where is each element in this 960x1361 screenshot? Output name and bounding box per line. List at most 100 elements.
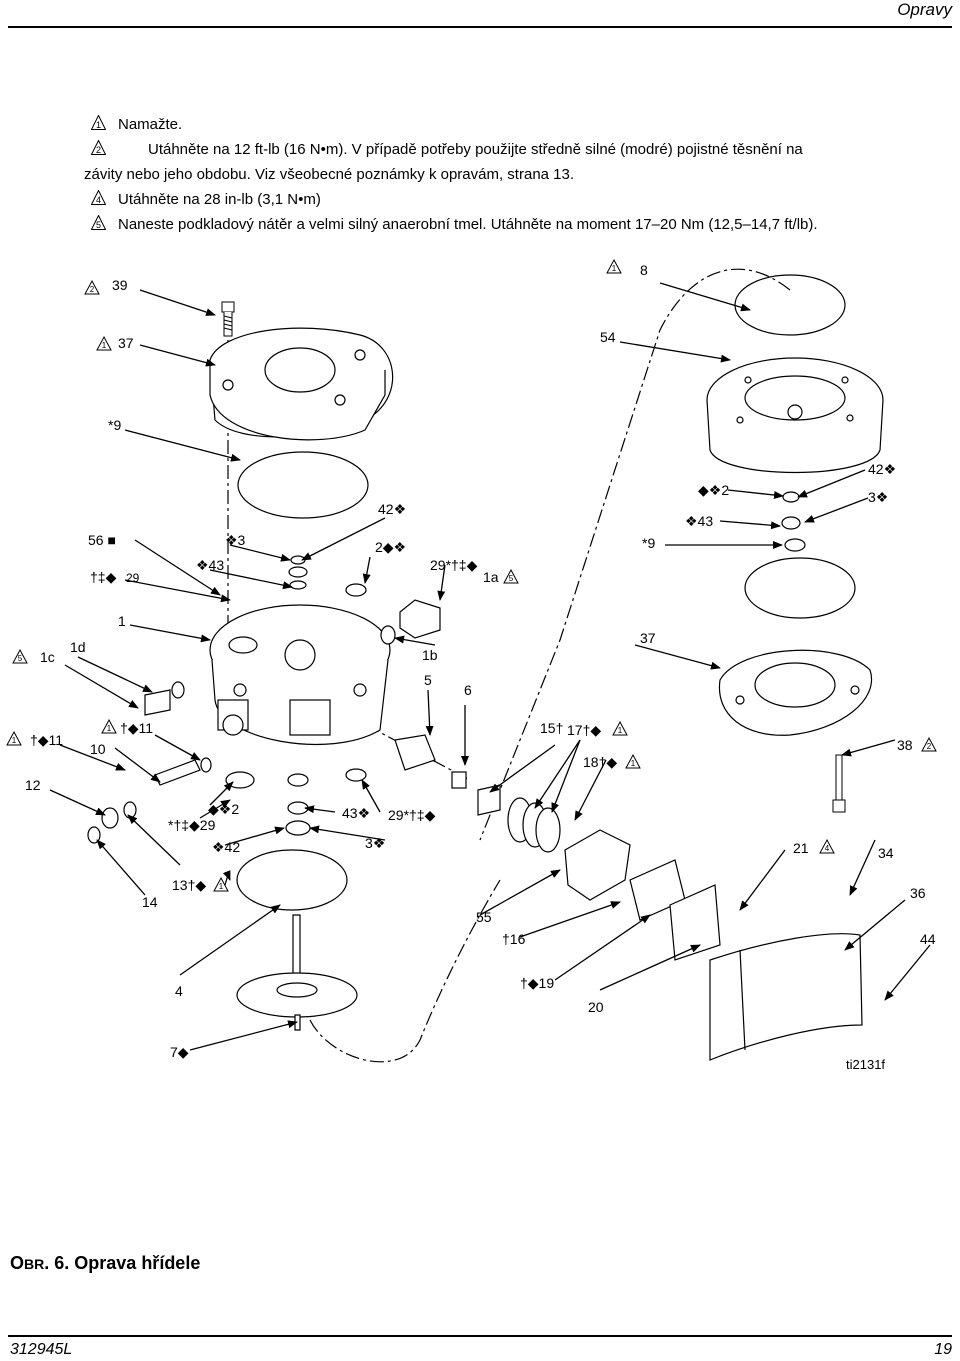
callout-1: 1 bbox=[118, 613, 126, 629]
callout-11: †◆11 bbox=[30, 732, 63, 748]
note-symbols bbox=[6, 258, 937, 892]
svg-text:5: 5 bbox=[18, 654, 23, 663]
svg-text:4: 4 bbox=[96, 195, 101, 205]
warning-triangle-icon: 5 bbox=[91, 215, 106, 230]
caption-prefix-small: BR bbox=[24, 1256, 45, 1272]
screw-38 bbox=[832, 754, 846, 813]
callout-42: 42❖ bbox=[868, 461, 896, 477]
figure-caption: OBR. 6. Oprava hřídele bbox=[10, 1253, 200, 1274]
svg-text:4: 4 bbox=[825, 844, 830, 853]
note-text: Naneste podkladový nátěr a velmi silný a… bbox=[118, 216, 818, 233]
callout-8: 8 bbox=[640, 262, 648, 278]
svg-text:2: 2 bbox=[927, 742, 932, 751]
callout-16: †16 bbox=[502, 931, 526, 947]
caption-title: Oprava hřídele bbox=[74, 1253, 201, 1273]
callout-2: ◆❖2 bbox=[698, 482, 729, 498]
callout-1c: 1c bbox=[40, 649, 55, 665]
upper-left-cover-plate bbox=[209, 327, 394, 441]
callout-10: 10 bbox=[90, 741, 106, 757]
callout-6: 6 bbox=[464, 682, 472, 698]
callout-14: 14 bbox=[142, 894, 158, 910]
note-4: 4 Utáhněte na 28 in-lb (3,1 N•m) bbox=[84, 187, 944, 212]
caption-number: . 6. bbox=[44, 1253, 70, 1273]
callout-1a: 1a bbox=[483, 569, 499, 585]
section-header: Opravy bbox=[897, 0, 952, 19]
callout-3: 3❖ bbox=[868, 489, 888, 505]
callout-42: 42❖ bbox=[378, 501, 406, 517]
svg-text:1: 1 bbox=[102, 341, 107, 350]
callout-5: 5 bbox=[424, 672, 432, 688]
svg-text:1: 1 bbox=[612, 264, 617, 273]
page-number: 19 bbox=[934, 1341, 952, 1358]
center-housing bbox=[209, 604, 391, 746]
leader-lines bbox=[49, 282, 931, 1051]
notes-list: 1 Namažte. 2 Utáhněte na 12 ft-lb (16 N•… bbox=[84, 112, 944, 237]
document-number: 312945L bbox=[10, 1341, 73, 1358]
callout-18: 18†◆ bbox=[583, 754, 617, 770]
guard-cover bbox=[709, 933, 863, 1061]
callout-4: 4 bbox=[175, 983, 183, 999]
callout-29: 29*†‡◆ bbox=[430, 557, 478, 573]
callout-29: 29 bbox=[126, 571, 140, 585]
callout-43: ❖43 bbox=[196, 557, 224, 573]
diaphragm-right bbox=[744, 557, 856, 619]
warning-triangle-icon: 4 bbox=[91, 190, 106, 205]
callout-55: 55 bbox=[476, 909, 492, 925]
note-text: Utáhněte na 12 ft-lb (16 N•m). V případě… bbox=[148, 141, 803, 158]
svg-text:1: 1 bbox=[12, 736, 17, 745]
callout-11: †◆11 bbox=[120, 720, 153, 736]
warning-triangle-icon: 2 bbox=[91, 140, 106, 155]
note-5: 5 Naneste podkladový nátěr a velmi silný… bbox=[84, 212, 944, 237]
callout-29: *†‡◆29 bbox=[168, 817, 216, 833]
callout-1d: 1d bbox=[70, 639, 86, 655]
svg-text:1: 1 bbox=[96, 120, 101, 130]
callout-3: 3❖ bbox=[365, 835, 385, 851]
svg-text:1: 1 bbox=[219, 882, 224, 891]
callout-1b: 1b bbox=[422, 647, 438, 663]
note-2: 2 Utáhněte na 12 ft-lb (16 N•m). V přípa… bbox=[84, 137, 944, 187]
callout-20: 20 bbox=[588, 999, 604, 1015]
svg-text:1: 1 bbox=[631, 759, 636, 768]
callout-17: 17†◆ bbox=[567, 722, 601, 738]
callout-2: 2◆❖ bbox=[375, 539, 406, 555]
large-o-ring bbox=[734, 274, 846, 336]
callout-13: 13†◆ bbox=[172, 877, 206, 893]
svg-text:2: 2 bbox=[96, 145, 101, 155]
header-rule bbox=[8, 26, 952, 28]
cap-screw bbox=[221, 301, 235, 337]
exploded-parts-diagram: 211 551 111 241 39 8 37 54 *9 42❖ ◆❖2 3❖… bbox=[6, 258, 937, 1063]
callout-43: 43❖ bbox=[342, 805, 370, 821]
callout-42: ❖42 bbox=[212, 839, 240, 855]
callout-12: 12 bbox=[25, 777, 41, 793]
svg-text:5: 5 bbox=[96, 220, 101, 230]
footer-rule bbox=[8, 1335, 952, 1337]
right-cover-plate bbox=[718, 649, 873, 736]
svg-text:1: 1 bbox=[618, 726, 623, 735]
callout-3: ❖3 bbox=[225, 532, 246, 548]
upper-right-housing bbox=[706, 357, 884, 474]
callout-29: 29*†‡◆ bbox=[388, 807, 436, 823]
callout-15: 15† bbox=[540, 720, 563, 736]
callout-9: *9 bbox=[108, 417, 121, 433]
part-callouts: 39 8 37 54 *9 42❖ ◆❖2 3❖ ❖43 *9 42❖ 56 ■… bbox=[25, 262, 936, 1060]
callout-37: 37 bbox=[640, 630, 656, 646]
warning-triangle-icon: 1 bbox=[91, 115, 106, 130]
shaft-and-piston bbox=[236, 914, 358, 1031]
callout-44: 44 bbox=[920, 931, 936, 947]
callout-39: 39 bbox=[112, 277, 128, 293]
svg-text:1: 1 bbox=[107, 724, 112, 733]
callout-7: 7◆ bbox=[170, 1044, 189, 1060]
note-text-continued: závity nebo jeho obdobu. Viz všeobecné p… bbox=[84, 166, 575, 183]
callout-56: 56 ■ bbox=[88, 532, 116, 548]
callout-36: 36 bbox=[910, 885, 926, 901]
caption-prefix: O bbox=[10, 1253, 25, 1273]
callout-38: 38 bbox=[897, 737, 913, 753]
callout-43: ❖43 bbox=[685, 513, 713, 529]
callout-21: 21 bbox=[793, 840, 809, 856]
svg-text:2: 2 bbox=[90, 285, 95, 294]
callout-34: 34 bbox=[878, 845, 894, 861]
small-parts bbox=[87, 491, 806, 961]
callout-19: †◆19 bbox=[520, 975, 554, 991]
callout-54: 54 bbox=[600, 329, 616, 345]
